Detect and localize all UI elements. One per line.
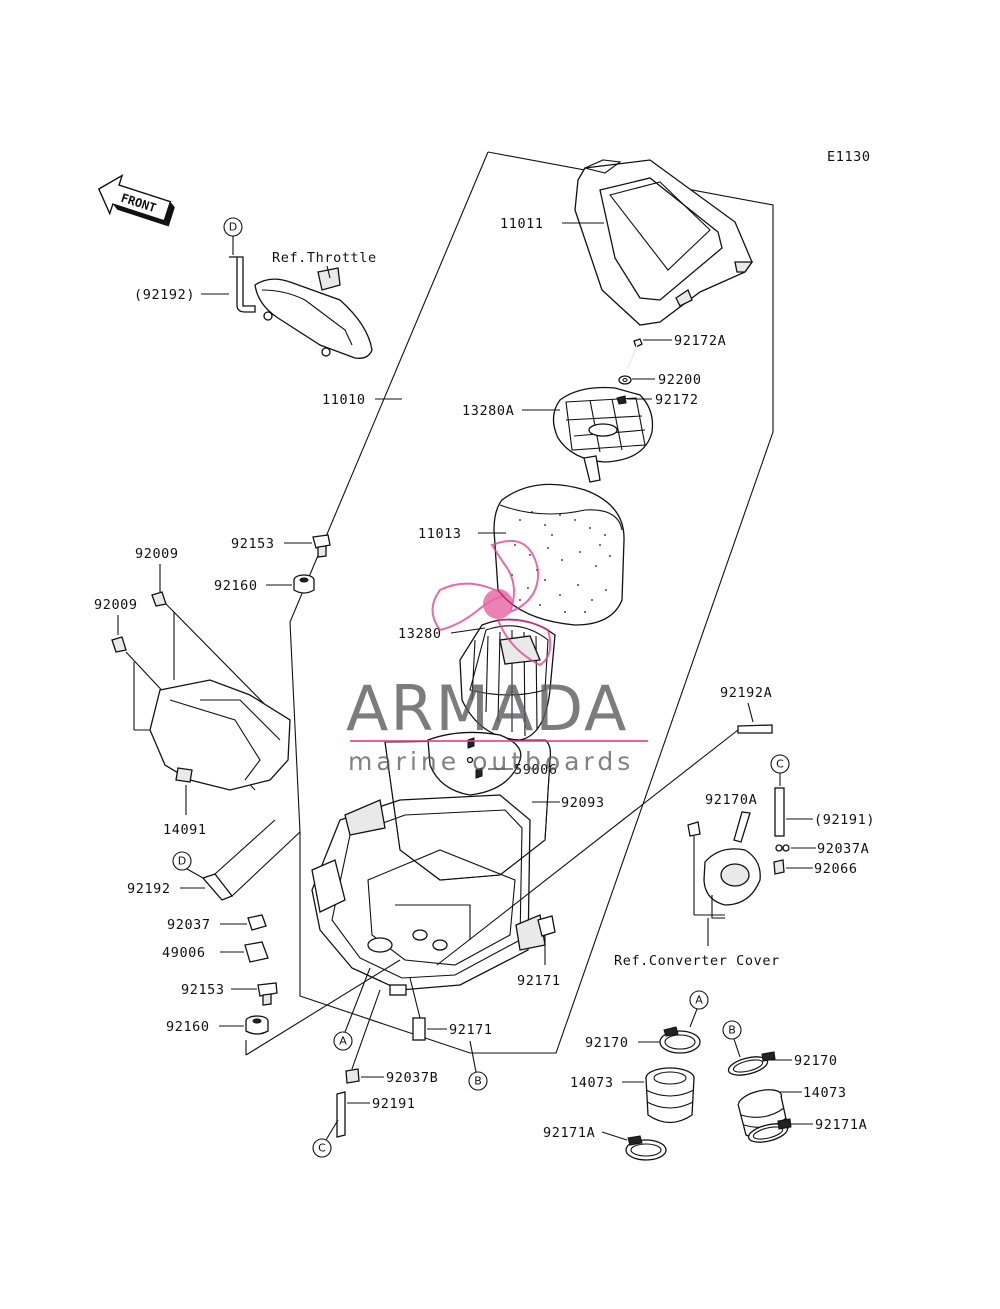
hose-92192-ref — [229, 256, 256, 313]
part-label-92037B: 92037B — [386, 1070, 438, 1086]
valve-49006 — [244, 941, 269, 963]
part-label-11010: 11010 — [322, 392, 366, 408]
watermark-brand: ARMADA — [346, 672, 628, 745]
part-label-92170-a: 92170 — [585, 1035, 629, 1051]
armada-logo-icon — [431, 540, 552, 667]
armada-watermark: ARMADA marine outboards — [346, 540, 648, 776]
bolt-92009-a — [151, 591, 167, 607]
callout-c-bottom-text: C — [318, 1142, 326, 1155]
part-label-14091: 14091 — [163, 822, 207, 838]
air-cleaner-cover — [574, 159, 754, 326]
callout-d-top-text: D — [229, 221, 237, 234]
hose-92191 — [336, 1091, 346, 1138]
clamp-92171A-a — [625, 1135, 667, 1161]
callout-a-center — [333, 1031, 353, 1051]
callout-c-right-text: C — [776, 758, 784, 771]
part-label-92160-bottom: 92160 — [166, 1019, 210, 1035]
clip-92037A — [775, 844, 790, 852]
duct-14073-a — [645, 1067, 695, 1124]
part-label-92037A: 92037A — [817, 841, 869, 857]
part-label-92170-b: 92170 — [794, 1053, 838, 1069]
clip-92171-b — [412, 1017, 426, 1041]
part-label-49006: 49006 — [162, 945, 206, 961]
diagram-code: E1130 — [827, 149, 871, 165]
part-label-92171-b: 92171 — [449, 1022, 493, 1038]
callout-d-bottom-text: D — [178, 855, 186, 868]
part-label-59006: 59006 — [514, 762, 558, 778]
bolt-92009-b — [111, 636, 127, 653]
cover-14091 — [149, 679, 291, 791]
clip-92037 — [247, 914, 267, 931]
part-label-92093: 92093 — [561, 795, 605, 811]
bolt-92153-bottom — [257, 982, 278, 1006]
callout-b-right-text: B — [728, 1024, 736, 1037]
hose-92192 — [201, 873, 234, 901]
part-label-13280A: 13280A — [462, 403, 514, 419]
clamp-92170-b — [727, 1051, 776, 1076]
callout-b-center-text: B — [474, 1075, 482, 1088]
part-label-92009-a: 92009 — [135, 546, 179, 562]
grommet-92160-bottom — [245, 1015, 269, 1035]
part-label-92171A-b: 92171A — [815, 1117, 867, 1133]
part-label-92172A: 92172A — [674, 333, 726, 349]
front-arrow-icon: FRONT — [97, 174, 175, 227]
part-label-92160-top: 92160 — [214, 578, 258, 594]
throttle-body-ref — [254, 267, 373, 359]
assembly-outline — [289, 151, 774, 1054]
clip-92037B — [345, 1068, 360, 1084]
clamp-92170-a — [659, 1026, 701, 1054]
part-label-92171-a: 92171 — [517, 973, 561, 989]
part-label-92171A-a: 92171A — [543, 1125, 595, 1141]
plug-92066 — [773, 859, 785, 875]
part-label-11011: 11011 — [500, 216, 544, 232]
part-label-92170A: 92170A — [705, 792, 757, 808]
part-label-92153-bottom: 92153 — [181, 982, 225, 998]
filter-element-11013 — [493, 483, 625, 626]
ref-throttle-label: Ref.Throttle — [272, 250, 377, 266]
watermark-tagline: marine outboards — [348, 747, 634, 776]
part-label-11013: 11013 — [418, 526, 462, 542]
clip-92170A — [733, 811, 751, 843]
plate-59006 — [427, 731, 522, 796]
part-label-92191: 92191 — [372, 1096, 416, 1112]
part-label-92192: 92192 — [127, 881, 171, 897]
ref-converter-cover-label: Ref.Converter Cover — [614, 953, 780, 969]
filter-frame-13280A — [552, 386, 654, 483]
part-label-92066: 92066 — [814, 861, 858, 877]
part-label-92009-b: 92009 — [94, 597, 138, 613]
callout-a-center-text: A — [339, 1035, 347, 1048]
hose-92191-ref — [774, 787, 785, 837]
air-cleaner-housing — [311, 794, 546, 996]
clamp-92171A-b — [747, 1118, 792, 1143]
callout-c-bottom — [312, 1138, 332, 1158]
part-label-92200: 92200 — [658, 372, 702, 388]
part-label-92192-ref: (92192) — [134, 287, 195, 303]
callout-b-center — [468, 1071, 488, 1091]
tube-92192A — [436, 724, 773, 966]
part-label-92191-ref: (92191) — [814, 812, 875, 828]
part-label-13280: 13280 — [398, 626, 442, 642]
part-label-92192A: 92192A — [720, 685, 772, 701]
converter-cover-ref — [687, 821, 761, 919]
clip-92171-a — [537, 915, 556, 937]
bolt-92153-top — [312, 534, 331, 558]
callout-b-right — [722, 1020, 742, 1040]
part-label-92172: 92172 — [655, 392, 699, 408]
part-label-14073-b: 14073 — [803, 1085, 847, 1101]
grommet-92160-top — [293, 574, 315, 594]
part-label-92153-top: 92153 — [231, 536, 275, 552]
part-label-92037: 92037 — [167, 917, 211, 933]
part-label-14073-a: 14073 — [570, 1075, 614, 1091]
callout-a-right — [689, 990, 709, 1010]
screw-92172 — [616, 395, 627, 405]
washer-92200 — [618, 375, 632, 385]
bolt-92172A — [627, 338, 643, 369]
callout-a-right-text: A — [695, 994, 703, 1007]
callout-d-bottom — [172, 851, 192, 871]
